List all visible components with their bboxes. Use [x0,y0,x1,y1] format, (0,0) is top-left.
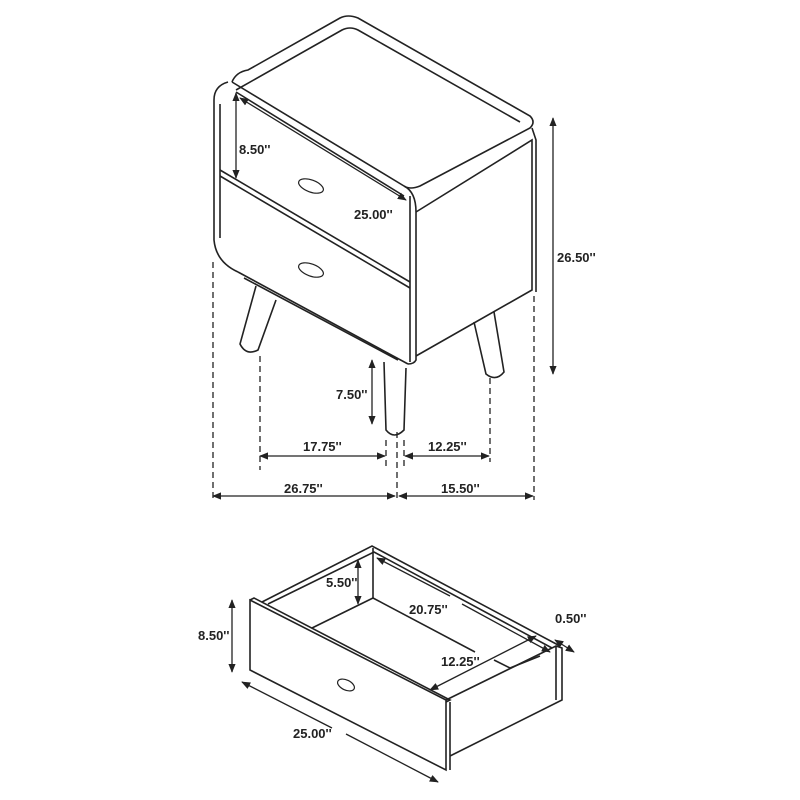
panel-thickness-label: 0.50'' [555,611,586,626]
overall-height-label: 26.50'' [557,250,596,265]
overall-depth-label: 15.50'' [441,481,480,496]
drawer-width-label: 25.00'' [354,207,393,222]
drawer-front-width-label: 25.00'' [293,726,332,741]
drawer-front-height-label: 8.50'' [198,628,229,643]
drawer-inner-width-label: 12.25'' [441,654,480,669]
leg-height-label: 7.50'' [336,387,367,402]
drawer-height-label: 8.50'' [239,142,270,157]
drawer-inner-depth-label: 5.50'' [326,575,357,590]
drawer-drawing [228,545,575,783]
leg-span-side-label: 12.25'' [428,439,467,454]
nightstand-drawing [212,15,557,500]
drawer-inner-length-label: 20.75'' [409,602,448,617]
overall-width-label: 26.75'' [284,481,323,496]
leg-span-front-label: 17.75'' [303,439,342,454]
